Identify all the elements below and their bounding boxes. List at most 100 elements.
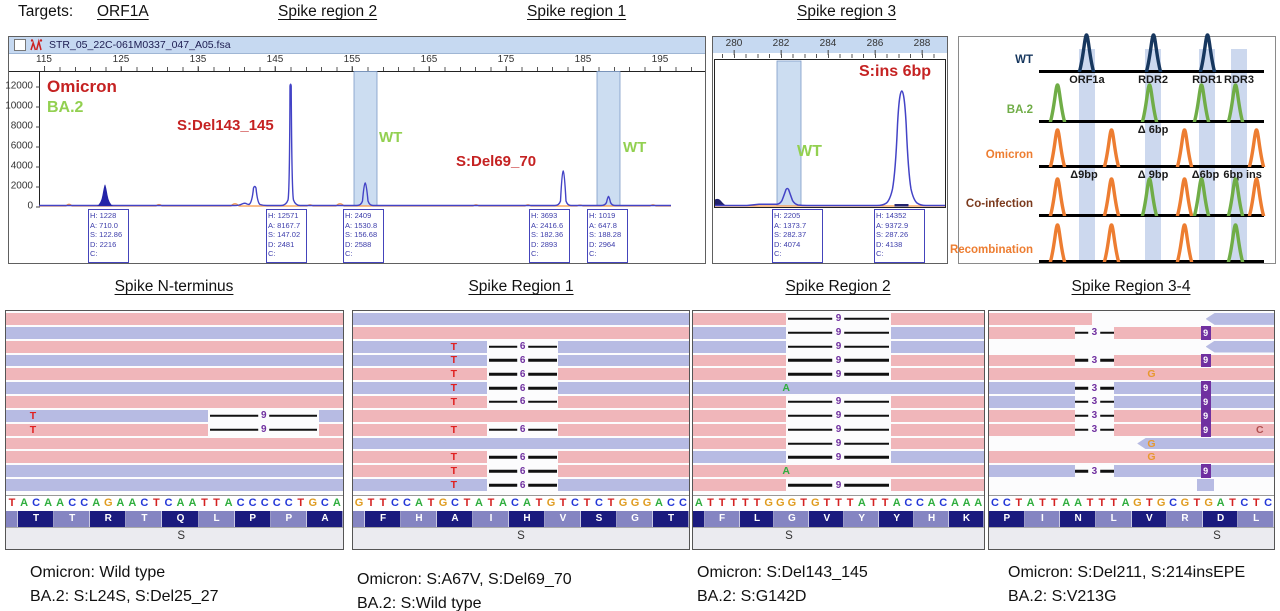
deletion-size-label: 6: [516, 451, 529, 464]
deletion-size-label: 6: [516, 465, 529, 478]
deletion-gap: 9: [786, 340, 891, 353]
amino-acid-box: S: [580, 511, 617, 527]
reference-base: G: [776, 497, 785, 509]
insertion-marker: 9: [1200, 381, 1211, 396]
read-bar: [353, 326, 689, 339]
reference-base: A: [1062, 497, 1071, 509]
peak-data-line: S: 287.26: [876, 230, 909, 240]
reference-base: T: [1050, 497, 1058, 509]
reference-base: G: [764, 497, 773, 509]
deletion-gap: 9: [786, 354, 891, 367]
read-bar: [6, 465, 343, 478]
peak-data-line: H: 3693: [531, 211, 558, 220]
schematic-peak-orange: [1048, 176, 1067, 216]
deletion-gap: 6: [487, 423, 558, 436]
reference-base: T: [835, 497, 842, 509]
read-bar: [989, 451, 1274, 464]
reference-base: C: [403, 497, 411, 509]
amino-acid-box: T: [54, 511, 91, 527]
peak-data-line: S: 122.86: [90, 230, 123, 240]
schematic-baseline: [1039, 214, 1264, 217]
deletion-gap: 3: [1074, 409, 1115, 422]
read-bar: [6, 340, 343, 353]
deletion-size-label: 9: [832, 354, 845, 367]
peak-data-line: H: 2409: [345, 211, 372, 220]
reference-base: C: [248, 497, 257, 509]
deletion-size-label: 9: [832, 313, 845, 325]
deletion-gap: 9: [208, 423, 320, 436]
label-wt: WT: [797, 143, 822, 160]
reference-base: A: [56, 497, 65, 509]
deletion-size-label: 9: [832, 423, 845, 436]
targets-label: Targets:: [18, 3, 74, 20]
reference-base: G: [546, 497, 556, 509]
reference-base: T: [535, 497, 543, 509]
peak-data-line: H: 1228: [90, 211, 117, 220]
reference-base: A: [188, 497, 197, 509]
bin-tick-287: [894, 204, 909, 207]
reference-base: T: [800, 497, 807, 509]
schematic-sublabel: Δ6bp: [1191, 169, 1220, 181]
schematic-peak-green: [1192, 82, 1211, 122]
deletion-gap: 9: [786, 479, 891, 491]
reference-base: A: [475, 497, 483, 509]
x-tick-label: 286: [866, 38, 884, 55]
insertion-marker: 9: [1200, 395, 1211, 409]
schematic-sublabel: RDR3: [1224, 74, 1254, 86]
reference-base: A: [1074, 497, 1083, 509]
gene-label: S: [177, 530, 186, 542]
amino-acid-box: K: [949, 511, 984, 527]
mismatch-base: T: [450, 368, 458, 381]
deletion-size-label: 6: [516, 354, 529, 367]
deletion-gap: 9: [786, 396, 891, 408]
reference-base: T: [153, 497, 160, 509]
read-bar: [989, 409, 1274, 422]
amino-acid-box: V: [809, 511, 845, 527]
reference-base: T: [1193, 497, 1201, 509]
x-tick-label: 284: [819, 38, 837, 55]
schematic-sublabel: Δ9bp: [1070, 169, 1098, 181]
amino-acid-box: H: [508, 511, 545, 527]
reference-base: T: [487, 497, 495, 509]
schematic-peak-green: [1226, 222, 1245, 262]
mismatch-base: G: [1147, 437, 1156, 450]
schematic-baseline: [1039, 70, 1264, 73]
mismatch-base: T: [450, 354, 458, 367]
read-bar: [6, 326, 343, 339]
reference-base: A: [92, 497, 101, 509]
deletion-size-label: 6: [516, 382, 529, 395]
reference-base: A: [523, 497, 531, 509]
peak-data-line: D: 2216: [90, 239, 117, 249]
mismatch-base: T: [450, 382, 458, 395]
label-wt-1: WT: [379, 129, 403, 146]
peak-data-line: A: 8167.7: [268, 220, 301, 230]
reference-base: A: [1026, 497, 1035, 509]
peak-data-line: H: 1019: [589, 211, 616, 220]
reference-base: A: [694, 497, 703, 509]
sample-checkbox[interactable]: [14, 39, 26, 51]
blue-sample-trace: [715, 90, 945, 207]
deletion-gap: 9: [786, 409, 891, 422]
reference-base: C: [68, 497, 77, 509]
amino-acid-box: F: [365, 511, 401, 527]
reference-base: T: [463, 497, 471, 509]
reference-base: T: [1015, 497, 1023, 509]
caption-line: Omicron: S:Del143_145: [697, 564, 868, 581]
schematic-baseline: [1039, 165, 1264, 168]
read-bar: [989, 465, 1274, 478]
target-spike-region-1: Spike region 1: [527, 3, 627, 20]
reference-base: G: [438, 497, 448, 509]
insertion-marker: 9: [1200, 464, 1211, 479]
mismatch-base: T: [450, 340, 458, 353]
reference-base: C: [284, 497, 293, 509]
schematic-peak-green: [1140, 176, 1159, 216]
mismatch-base: T: [450, 465, 458, 478]
gene-label: S: [785, 530, 793, 542]
